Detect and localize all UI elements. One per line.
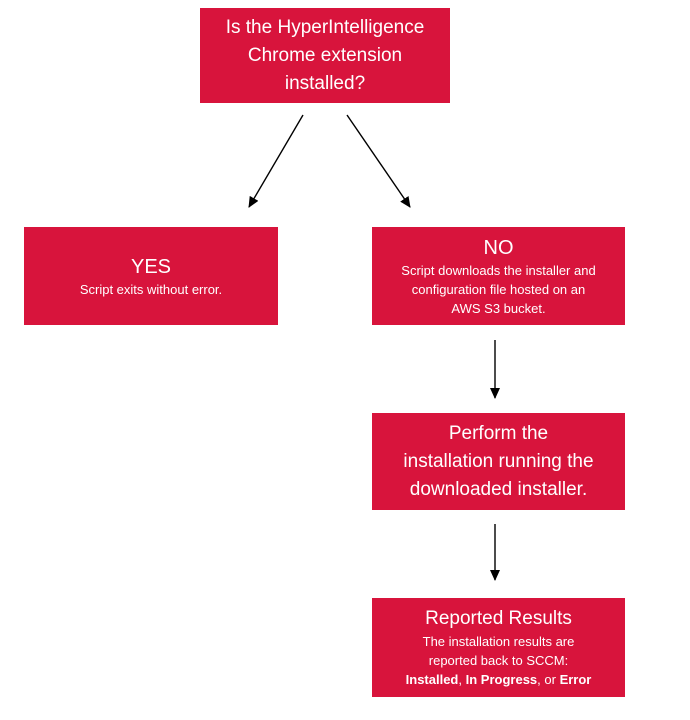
status-error: Error: [559, 672, 592, 687]
results-status-line: Installed, In Progress, or Error: [406, 670, 592, 689]
yes-node-title: YES: [130, 255, 172, 278]
status-installed: Installed: [405, 672, 459, 687]
results-node-body-line: The installation results are: [422, 634, 575, 649]
perform-node-line: Perform the: [448, 422, 549, 444]
arrow-question-to-no: [346, 114, 411, 208]
question-line: Chrome extension: [247, 44, 403, 66]
question-line: Is the HyperIntelligence: [225, 16, 425, 38]
results-node-body-line: reported back to SCCM:: [428, 653, 569, 668]
perform-node-line: installation running the: [403, 450, 594, 472]
no-node-title: NO: [483, 236, 514, 259]
perform-node-line: downloaded installer.: [409, 478, 588, 500]
status-in-progress: In Progress: [465, 672, 538, 687]
no-node-body-line: configuration file hosted on an: [411, 281, 586, 297]
arrow-question-to-yes: [248, 114, 304, 208]
status-separator: ,: [458, 672, 466, 687]
no-node-body-line: AWS S3 bucket.: [451, 300, 546, 316]
status-separator: , or: [537, 672, 560, 687]
no-node-body-line: Script downloads the installer and: [401, 262, 596, 278]
perform-node: Perform the installation running the dow…: [372, 413, 625, 510]
no-node: NO Script downloads the installer and co…: [372, 227, 625, 325]
results-node: Reported Results The installation result…: [372, 598, 625, 697]
yes-node-body: Script exits without error.: [79, 281, 223, 297]
yes-node: YES Script exits without error.: [24, 227, 278, 325]
question-line: installed?: [284, 72, 366, 94]
question-node: Is the HyperIntelligence Chrome extensio…: [200, 8, 450, 103]
results-node-title: Reported Results: [425, 608, 572, 629]
